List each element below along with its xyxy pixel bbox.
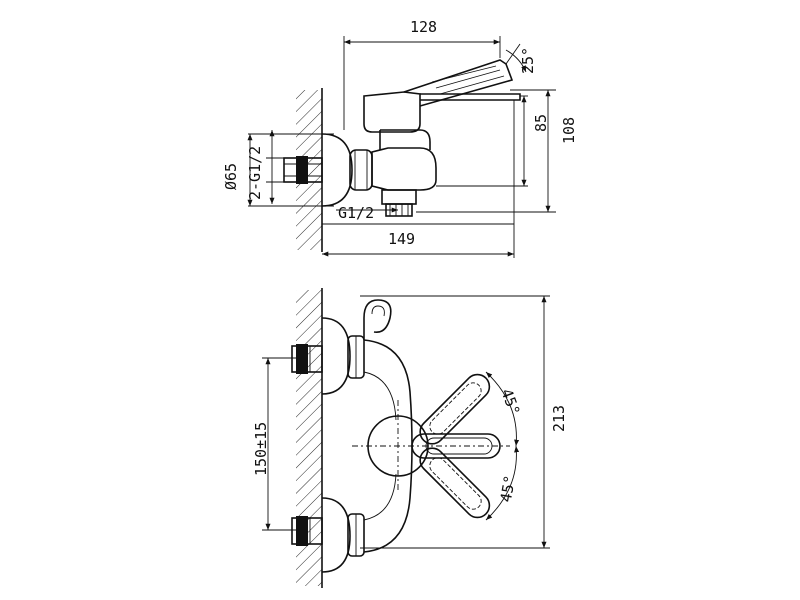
shower-hook xyxy=(363,299,392,340)
wall-hatching-bottom xyxy=(296,288,323,588)
flange-upper xyxy=(321,317,365,395)
side-view: 128 25° 85 108 Ø65 xyxy=(222,18,578,258)
dim-213-label: 213 xyxy=(550,405,568,432)
dim-85: 85 xyxy=(436,95,550,187)
dim-centers-label: 150±15 xyxy=(252,422,270,476)
angle-lower-label: 45° xyxy=(497,474,519,504)
flange-lower xyxy=(321,497,365,573)
dim-thread-outlet: G1/2 xyxy=(336,204,398,222)
angle-upper-label: 45° xyxy=(497,386,523,418)
dim-108: 108 xyxy=(416,89,578,213)
lever-upper xyxy=(419,373,491,445)
dim-thread-inlet-label: 2-G1/2 xyxy=(246,146,264,200)
lever-top xyxy=(363,59,521,133)
dim-25deg-label: 25° xyxy=(519,47,537,74)
dim-108-label: 108 xyxy=(560,117,578,144)
dim-centers: 150±15 xyxy=(252,357,296,531)
dim-213: 213 xyxy=(360,295,568,549)
dim-85-label: 85 xyxy=(532,114,550,132)
dim-diameter: Ø65 2-G1/2 xyxy=(222,130,334,207)
inlet-connector-top xyxy=(283,156,323,184)
front-view: 45° 45° 150±15 213 xyxy=(252,288,568,588)
dim-128: 128 xyxy=(343,18,501,130)
dim-149-label: 149 xyxy=(388,230,415,248)
inlet-connector-upper xyxy=(291,344,323,374)
inlet-connector-lower xyxy=(291,516,323,546)
cartridge-circle xyxy=(352,400,510,492)
dim-128-label: 128 xyxy=(410,18,437,36)
lever-lower xyxy=(419,447,491,519)
dim-thread-outlet-label: G1/2 xyxy=(338,204,374,222)
dim-149: 149 xyxy=(322,100,515,258)
flange-top xyxy=(321,133,373,207)
mixer-body-top xyxy=(371,129,437,217)
dim-diameter-label: Ø65 xyxy=(222,163,240,190)
dim-25deg: 25° xyxy=(505,43,537,74)
